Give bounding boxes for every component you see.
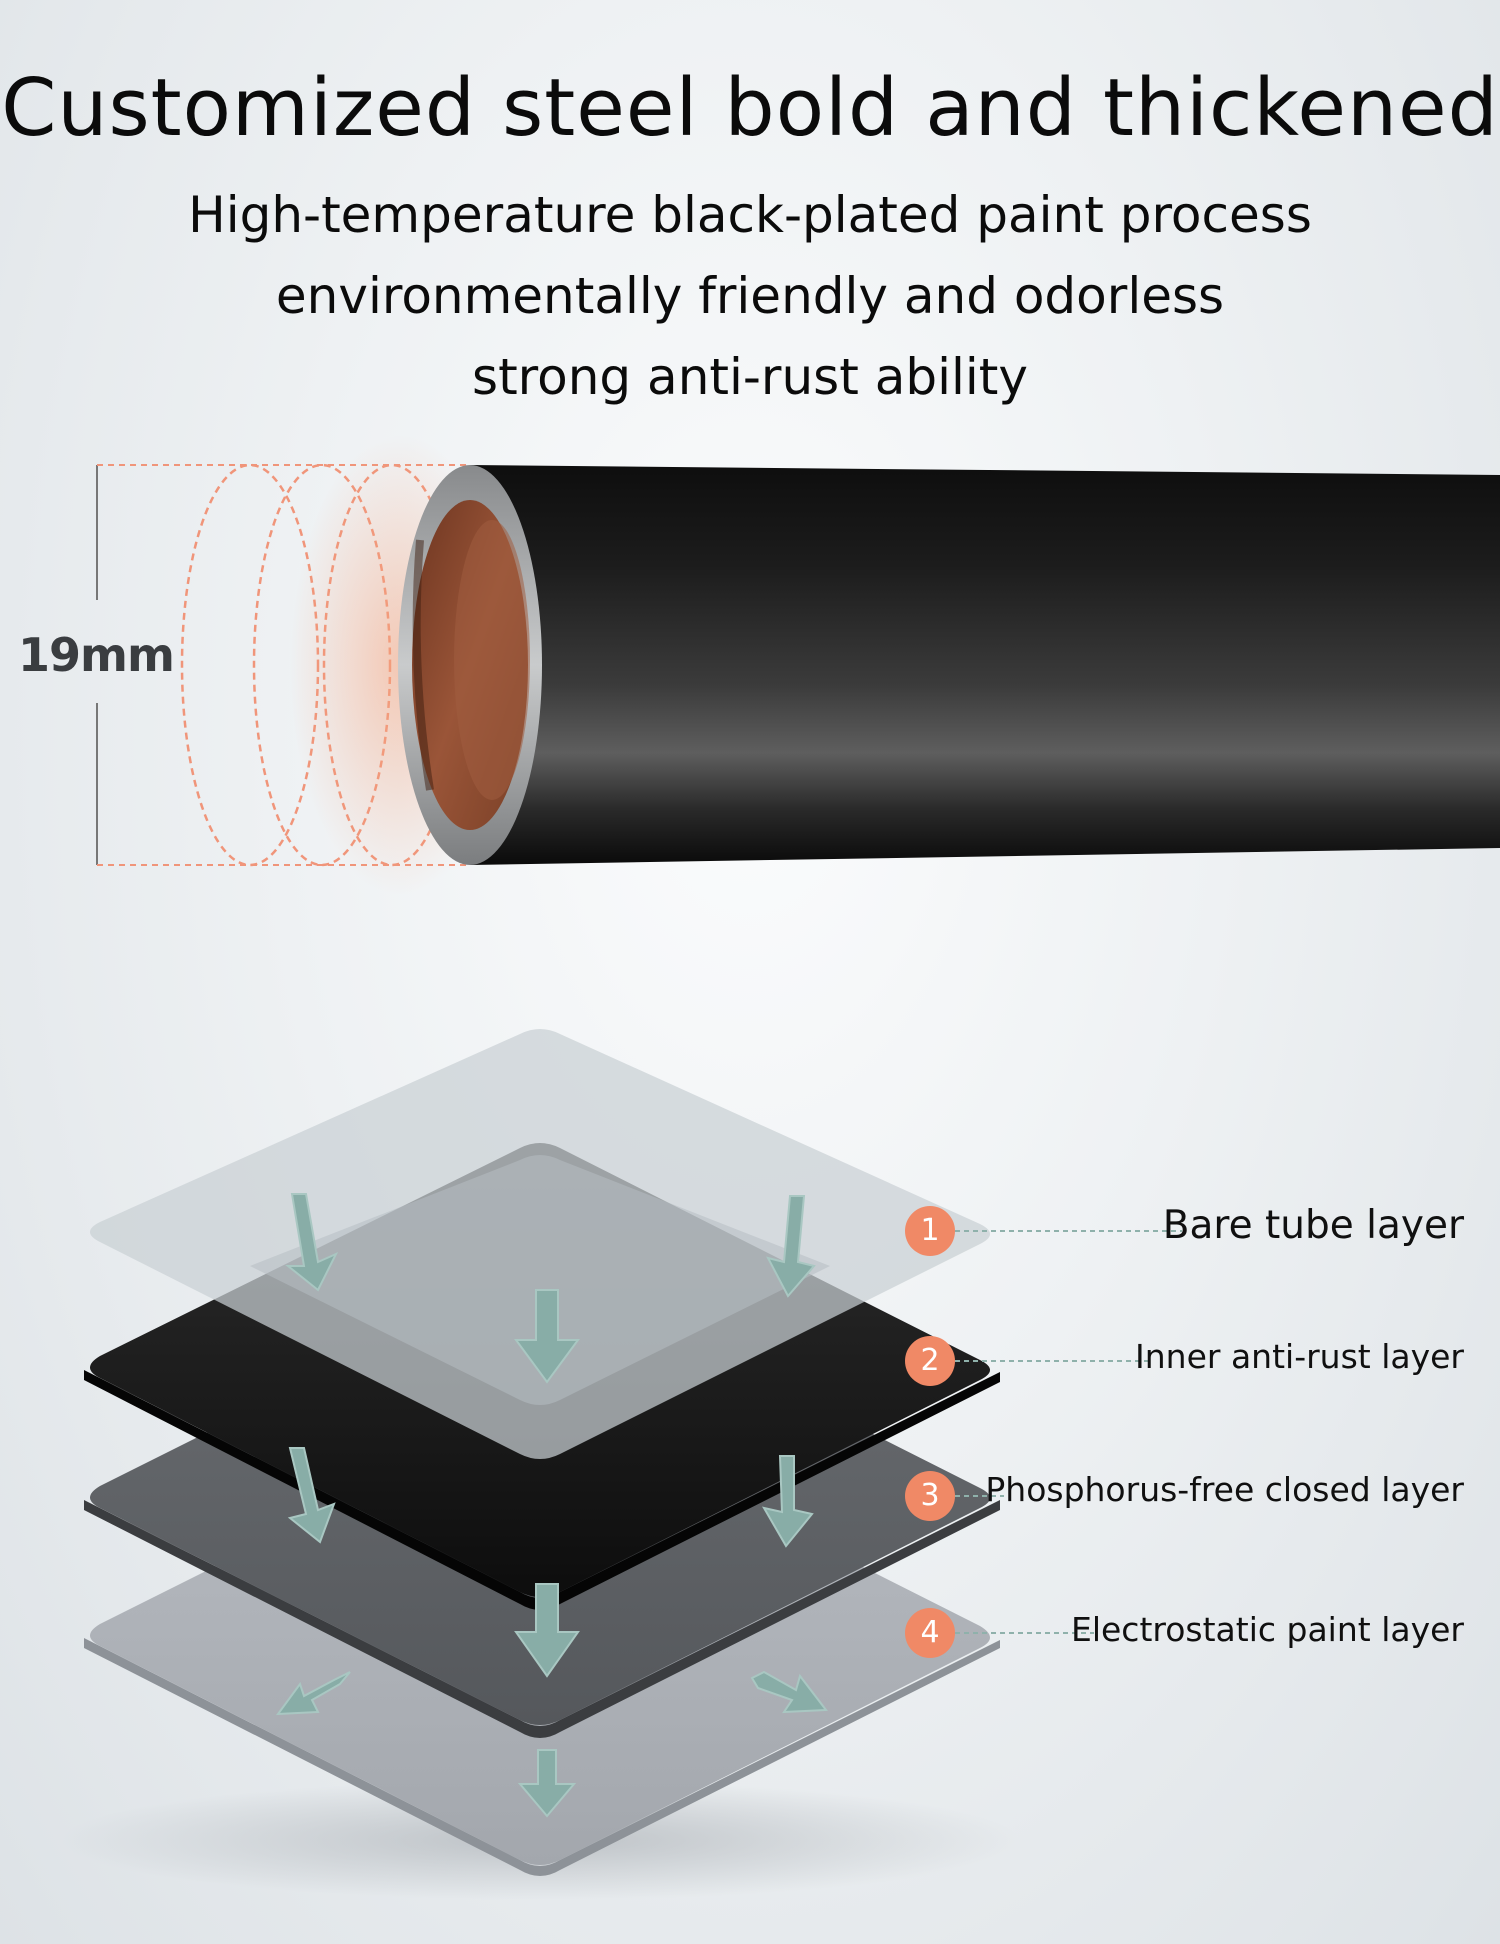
layer-badge-4: 4 <box>905 1608 955 1658</box>
plate-bare-tube <box>90 1029 990 1459</box>
layer-badge-3: 3 <box>905 1471 955 1521</box>
layer-label-electrostatic: Electrostatic paint layer <box>1070 1610 1464 1649</box>
arrow-left-down-icon <box>275 1671 351 1716</box>
arrow-down-icon <box>285 1193 339 1292</box>
subtitle-line-2: environmentally friendly and odorless <box>275 267 1225 325</box>
arrow-right-down-icon <box>750 1670 828 1714</box>
page-title: Customized steel bold and thickened <box>1 62 1499 154</box>
arrow-down-icon <box>766 1195 816 1298</box>
layer-label-phosphorus-free: Phosphorus-free closed layer <box>985 1470 1464 1509</box>
arrow-down-icon <box>761 1455 814 1548</box>
diameter-label: 19mm <box>18 628 175 682</box>
layer-badge-2: 2 <box>905 1336 955 1386</box>
layer-label-anti-rust: Inner anti-rust layer <box>1135 1337 1464 1376</box>
flow-arrows <box>275 1193 828 1818</box>
arrow-down-icon <box>514 1583 580 1678</box>
layer-badge-1: 1 <box>905 1206 955 1256</box>
tube-body <box>470 465 1500 865</box>
arrow-down-icon <box>514 1289 580 1384</box>
layer-label-bare-tube: Bare tube layer <box>1162 1203 1464 1248</box>
leader-lines <box>955 1230 1182 1634</box>
subtitle-line-3: strong anti-rust ability <box>472 348 1028 406</box>
layer-stack <box>60 1029 1182 1900</box>
arrow-down-icon <box>287 1447 336 1544</box>
tube-inner-highlight <box>454 520 530 800</box>
tube-illustration <box>96 435 1500 895</box>
tube-inner-shadow <box>412 539 434 791</box>
arrow-down-icon <box>517 1749 577 1818</box>
subtitle-line-1: High-temperature black-plated paint proc… <box>188 186 1312 244</box>
